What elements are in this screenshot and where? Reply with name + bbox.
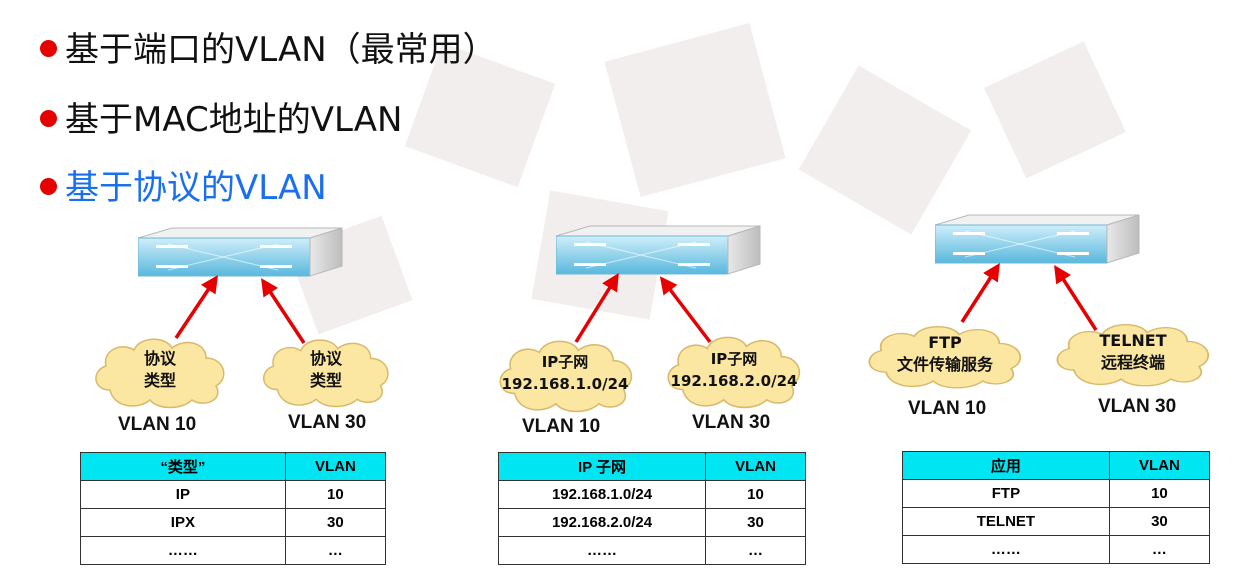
table-cell: …… [902, 535, 1110, 564]
table-row: …… … [80, 536, 387, 565]
table-header-row: IP 子网 VLAN [497, 452, 806, 481]
bullet-protocol-vlan: 基于协议的VLAN [40, 160, 327, 209]
table-row: IP 10 [80, 480, 387, 509]
table-row: 192.168.2.0/24 30 [497, 508, 806, 537]
table-cell: 30 [705, 508, 806, 537]
network-switch-icon [935, 214, 1140, 264]
table-header-cell: IP 子网 [497, 452, 707, 481]
vlan-mapping-table: 应用 VLAN FTP 10 TELNET 30 …… … [902, 451, 1211, 564]
table-cell: 10 [284, 480, 387, 509]
cloud-icon [499, 340, 633, 413]
table-cell: TELNET [902, 507, 1110, 536]
vlan-mapping-table: IP 子网 VLAN 192.168.1.0/24 10 192.168.2.0… [497, 452, 806, 565]
bullet-text: 基于协议的VLAN [65, 168, 327, 208]
table-header-cell: 应用 [902, 451, 1110, 480]
vlan-right-label: VLAN 30 [1098, 396, 1177, 417]
bullet-port-vlan: 基于端口的VLAN（最常用） [40, 22, 497, 71]
arrow-icon [174, 275, 306, 344]
cloud-icon [1056, 324, 1210, 387]
table-row: …… … [497, 536, 806, 565]
table-cell: 192.168.2.0/24 [497, 508, 707, 537]
cloud-right-label: TELNET 远程终端 [1099, 331, 1167, 372]
cloud-right-label: 协议 类型 [309, 349, 342, 390]
table-cell: 10 [705, 480, 806, 509]
table-cell: … [1108, 535, 1211, 564]
table-cell: 10 [1108, 479, 1211, 508]
table-row: 192.168.1.0/24 10 [497, 480, 806, 509]
cloud-left-label: FTP 文件传输服务 [896, 333, 993, 374]
table-cell: … [284, 536, 387, 565]
table-header-cell: “类型” [80, 452, 286, 481]
table-header-row: 应用 VLAN [902, 451, 1211, 480]
table-row: FTP 10 [902, 479, 1211, 508]
cloud-icon [667, 336, 801, 409]
table-cell: …… [497, 536, 707, 565]
vlan-left-label: VLAN 10 [522, 416, 601, 437]
table-cell: FTP [902, 479, 1110, 508]
vlan-left-label: VLAN 10 [118, 414, 197, 435]
table-row: TELNET 30 [902, 507, 1211, 536]
cloud-right-label: IP子网 192.168.2.0/24 [670, 350, 798, 390]
cloud-icon [95, 338, 225, 409]
cloud-icon [868, 326, 1022, 389]
table-header-row: “类型” VLAN [80, 452, 387, 481]
table-row: …… … [902, 535, 1211, 564]
table-cell: IP [80, 480, 286, 509]
bullet-dot-icon [40, 110, 57, 127]
table-header-cell: VLAN [284, 452, 387, 481]
bullet-text: 基于MAC地址的VLAN [65, 100, 403, 140]
cloud-icon [263, 339, 389, 408]
network-switch-icon [556, 225, 761, 275]
vlan-right-label: VLAN 30 [692, 412, 771, 433]
panel-protocol-type: 协议 类型 协议 类型 VLAN 10 VLAN 30 “类型” VLAN IP… [0, 0, 420, 574]
network-switch-icon [138, 227, 343, 277]
table-header-cell: VLAN [1108, 451, 1211, 480]
table-cell: … [705, 536, 806, 565]
table-cell: 30 [284, 508, 387, 537]
table-cell: 30 [1108, 507, 1211, 536]
table-row: IPX 30 [80, 508, 387, 537]
bullet-dot-icon [40, 40, 57, 57]
cloud-left-label: 协议 类型 [143, 349, 176, 390]
vlan-mapping-table: “类型” VLAN IP 10 IPX 30 …… … [80, 452, 387, 565]
cloud-left-label: IP子网 192.168.1.0/24 [501, 353, 629, 393]
table-header-cell: VLAN [705, 452, 806, 481]
table-cell: 192.168.1.0/24 [497, 480, 707, 509]
vlan-right-label: VLAN 30 [288, 412, 367, 433]
vlan-left-label: VLAN 10 [908, 398, 987, 419]
bullet-text: 基于端口的VLAN（最常用） [65, 30, 497, 70]
table-cell: …… [80, 536, 286, 565]
bullet-mac-vlan: 基于MAC地址的VLAN [40, 92, 402, 141]
bullet-dot-icon [40, 178, 57, 195]
